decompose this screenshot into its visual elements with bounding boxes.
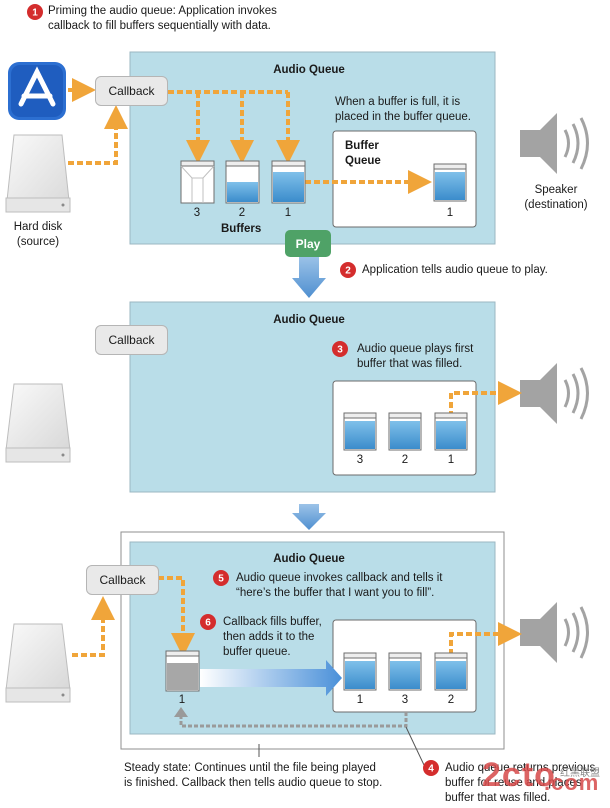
hard-disk-icon-1	[5, 134, 71, 213]
svg-text:3: 3	[337, 345, 343, 356]
callback-box-2: Callback	[95, 325, 168, 355]
filling-buffer-1	[165, 650, 200, 692]
buffer-number: 2	[401, 454, 409, 466]
speaker-label-line1: Speaker	[534, 184, 578, 196]
watermark-left: 2cto	[482, 756, 556, 794]
step-badge-2: 2	[340, 262, 356, 278]
buffer-queue-label-line2: Queue	[345, 155, 381, 167]
down-arrow-1	[292, 256, 326, 298]
application-icon	[8, 62, 66, 120]
hard-disk-label: Hard disk (source)	[0, 220, 76, 250]
buffer-number: 1	[178, 694, 186, 706]
buffer-number: 2	[447, 694, 455, 706]
step1-line2: callback to fill buffers sequentially wi…	[48, 20, 271, 32]
step6-line1: Callback fills buffer,	[223, 616, 322, 628]
orange-flow-arrows-3	[72, 576, 522, 657]
step2-caption: Application tells audio queue to play.	[362, 264, 548, 276]
speaker-icon-3	[520, 602, 589, 663]
step4-line2: buffer for reuse and places	[445, 777, 582, 789]
return-buffer-loop	[174, 707, 408, 728]
steady-state-caption: Steady state: Continues until the file b…	[124, 761, 382, 791]
step4-line1: Audio queue returns previous	[445, 762, 596, 774]
queued-buffers-panel-2	[343, 412, 468, 451]
step4-caption: Audio queue returns previous buffer for …	[445, 761, 595, 806]
watermark-sub: 红黑联盟	[560, 768, 600, 779]
queued-buffer-1	[433, 163, 467, 202]
hard-disk-icon-3	[5, 623, 71, 703]
buffer-queue-label: Buffer Queue	[345, 139, 381, 169]
buffer-number: 1	[447, 454, 455, 466]
step5-caption: Audio queue invokes callback and tells i…	[236, 571, 443, 601]
hard-disk-label-line1: Hard disk	[13, 221, 63, 233]
step5-line2: “here’s the buffer that I want you to fi…	[236, 587, 435, 599]
orange-flow-arrows-2	[449, 381, 522, 417]
step5-line1: Audio queue invokes callback and tells i…	[236, 572, 443, 584]
svg-text:2: 2	[345, 266, 351, 277]
step6-caption: Callback fills buffer, then adds it to t…	[223, 615, 322, 660]
step3-caption: Audio queue plays first buffer that was …	[357, 342, 473, 372]
hard-disk-icon-2	[5, 383, 71, 463]
callback-box-3: Callback	[86, 565, 159, 595]
half-filled-buffer-2	[225, 160, 260, 204]
panel1-title: Audio Queue	[273, 64, 345, 76]
step-badge-3: 3	[332, 341, 348, 357]
down-arrow-2	[292, 504, 326, 530]
steady-state-line1: Steady state: Continues until the file b…	[124, 762, 376, 774]
svg-text:1: 1	[32, 8, 38, 19]
speaker-icon-2	[520, 363, 589, 424]
svg-text:6: 6	[205, 618, 211, 629]
svg-text:4: 4	[428, 764, 434, 775]
step3-line2: buffer that was filled.	[357, 358, 463, 370]
callback-box-1: Callback	[95, 76, 168, 106]
svg-text:5: 5	[218, 574, 224, 585]
buffers-label: Buffers	[221, 223, 262, 235]
buffer-full-caption: When a buffer is full, it is placed in t…	[335, 95, 471, 125]
step4-line3: buffer that was filled.	[445, 792, 551, 804]
buffer-number: 1	[446, 207, 454, 219]
steady-state-line2: is finished. Callback then tells audio q…	[124, 777, 383, 789]
buffer-full-line2: placed in the buffer queue.	[335, 111, 471, 123]
step6-line3: buffer queue.	[223, 646, 291, 658]
queued-buffers-panel-3	[343, 652, 468, 691]
buffer-number: 3	[193, 207, 201, 219]
step6-line2: then adds it to the	[223, 631, 315, 643]
step1-line1: Priming the audio queue: Application inv…	[48, 5, 277, 17]
buffer-number: 1	[356, 694, 364, 706]
step-badge-4: 4	[423, 760, 439, 776]
fill-progress-arrow	[200, 660, 342, 696]
buffer-number: 3	[356, 454, 364, 466]
step-badge-1: 1	[27, 4, 43, 20]
buffer-queue-label-line1: Buffer	[345, 140, 379, 152]
watermark-right: .com	[544, 770, 600, 795]
step3-line1: Audio queue plays first	[357, 343, 474, 355]
buffer-number: 2	[238, 207, 246, 219]
step-badge-5: 5	[213, 570, 229, 586]
step1-caption: Priming the audio queue: Application inv…	[48, 4, 277, 34]
full-buffer-1	[271, 160, 306, 204]
play-button[interactable]: Play	[285, 230, 331, 257]
panel2-title: Audio Queue	[273, 314, 345, 326]
hard-disk-label-line2: (source)	[16, 236, 60, 248]
panel3-title: Audio Queue	[273, 553, 345, 565]
step-badge-6: 6	[200, 614, 216, 630]
speaker-label-line2: (destination)	[524, 199, 588, 211]
buffer-number: 1	[284, 207, 292, 219]
buffer-full-line1: When a buffer is full, it is	[335, 96, 461, 108]
buffer-queue-box-1	[332, 130, 477, 228]
speaker-label: Speaker (destination)	[515, 183, 597, 213]
empty-buffer-3	[180, 160, 215, 204]
buffer-number: 3	[401, 694, 409, 706]
speaker-icon-1	[520, 113, 589, 174]
step4-leader	[405, 726, 425, 766]
orange-flow-arrows-1	[68, 78, 432, 194]
